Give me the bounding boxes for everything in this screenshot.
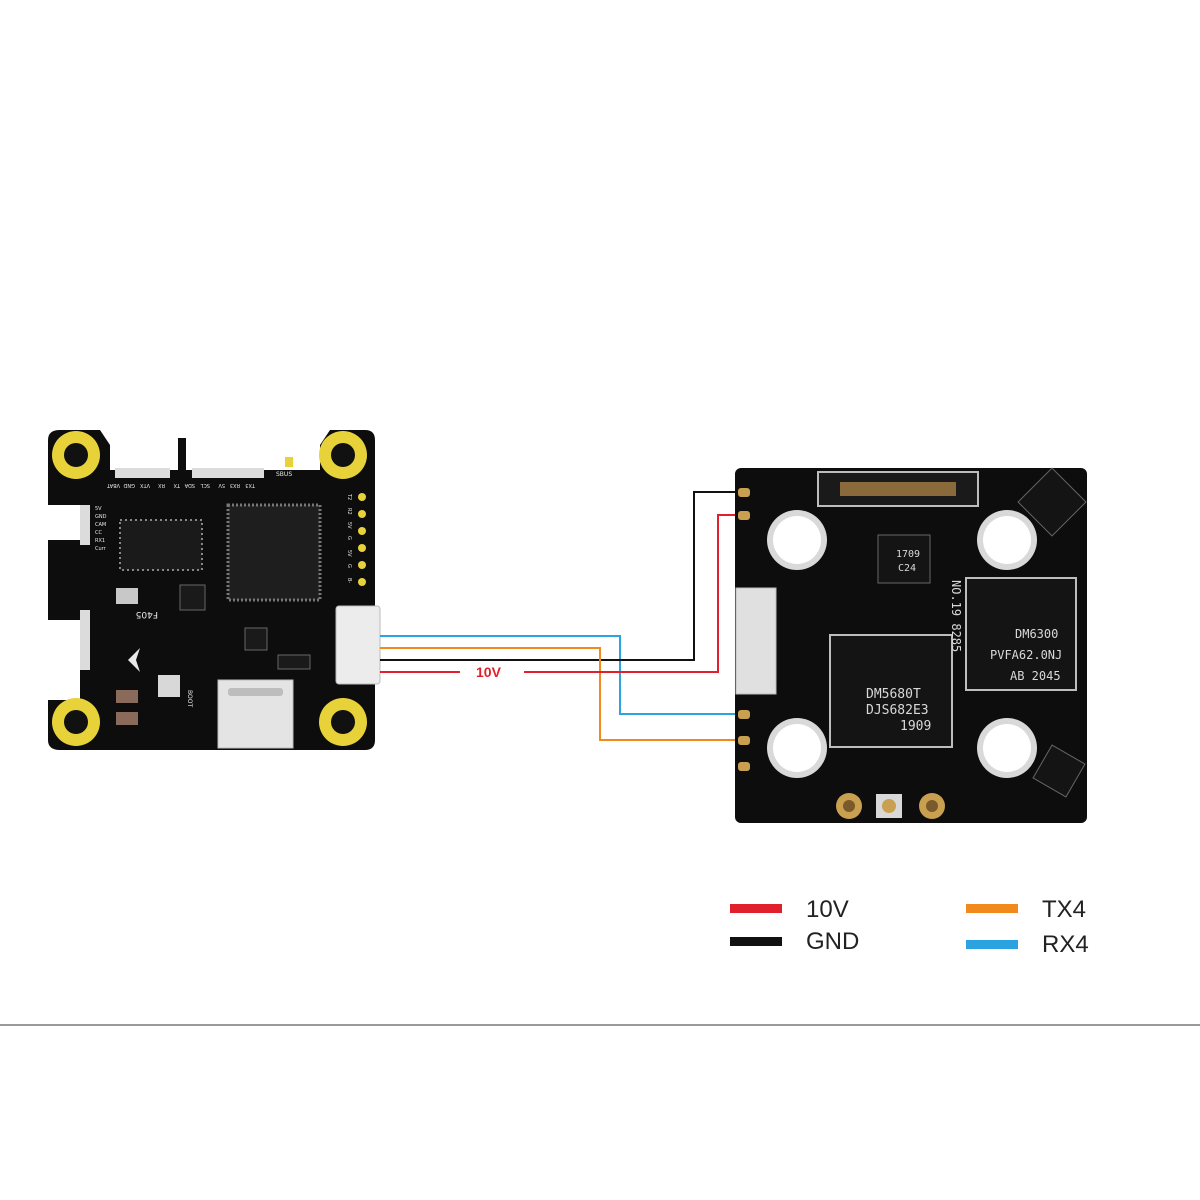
fc-top-silk-label-2: VTX — [140, 482, 150, 488]
fc-left-silk-label-0: 5V — [95, 506, 102, 512]
fc-model-label: F405 — [136, 609, 158, 619]
fc-right-pads — [358, 493, 366, 586]
legend-label-tx4: TX4 — [1042, 896, 1086, 923]
vtx-mount-hole-tl — [767, 510, 827, 570]
fc-resistor-2 — [116, 712, 138, 725]
vtx-antenna-pads — [836, 793, 945, 819]
vtx-main-chip — [829, 634, 953, 748]
wire-10v-b — [524, 514, 742, 673]
fc-small-chip-2 — [244, 627, 268, 651]
fc-boot-button — [158, 675, 180, 697]
legend-item-gnd: GND — [730, 928, 859, 955]
fc-top-silk-label-7: 5V — [218, 482, 225, 488]
legend-item-rx4: RX4 — [966, 931, 1089, 958]
fc-right-silk-label-3: G — [346, 536, 352, 540]
fc-capacitor — [116, 588, 138, 604]
fc-top-connector-2 — [192, 468, 264, 478]
wire-harness: 10V — [380, 491, 742, 741]
wire-10v-label: 10V — [476, 664, 502, 680]
vtx-mount-hole-tr — [977, 510, 1037, 570]
vtx-small-chip-line-2: C24 — [898, 563, 916, 574]
fc-right-silk-label-6: B- — [346, 578, 352, 583]
fc-small-chip-1 — [179, 584, 206, 611]
vtx-top-right-ic — [1017, 467, 1087, 537]
vtx-small-chip-line-1: 1709 — [896, 549, 920, 560]
fc-right-silk-label-0: T2 — [346, 493, 352, 500]
wire-tx4 — [380, 647, 742, 741]
fc-osd-chip — [119, 519, 203, 571]
fc-mcu-chip — [226, 503, 322, 602]
fc-top-silk-label-3: RX — [158, 482, 165, 488]
fc-vtx-connector — [335, 605, 381, 685]
fc-yellow-pad — [285, 457, 293, 467]
vtx-rf-chip-line-2: PVFA62.0NJ — [990, 648, 1062, 662]
fc-small-chip-3 — [277, 654, 311, 670]
vtx-board: DM5680T DJS682E3 1909 DM6300 PVFA62.0NJ … — [735, 467, 1087, 823]
fc-top-silk-label-9: TX3 — [245, 482, 256, 488]
legend-item-tx4: TX4 — [966, 896, 1086, 923]
vtx-small-chip — [877, 534, 931, 584]
fc-mount-hole-bl — [52, 698, 100, 746]
fc-mount-hole-br — [319, 698, 367, 746]
fc-top-silk-label-5: SDA — [184, 482, 195, 488]
fc-left-silk-label-3: CC — [95, 530, 102, 536]
legend-swatch-gnd — [730, 937, 782, 946]
vtx-mount-hole-br — [977, 718, 1037, 778]
fc-left-silk-label-4: RX1 — [95, 538, 105, 544]
fc-left-connector-2 — [80, 610, 90, 670]
fc-top-silk-label-4: TX — [173, 482, 181, 488]
vtx-main-chip-line-3: 1909 — [900, 719, 931, 734]
legend-label-rx4: RX4 — [1042, 931, 1089, 958]
vtx-side-connector — [735, 587, 777, 695]
wire-gnd — [380, 491, 742, 661]
fc-top-notch — [178, 438, 186, 478]
legend-swatch-tx4 — [966, 904, 1018, 913]
legend-item-10v: 10V — [730, 896, 849, 923]
fc-right-silk-label-1: R2 — [346, 508, 352, 515]
fc-arrow-logo — [128, 648, 140, 672]
fc-usb-c-inner — [228, 688, 283, 696]
fc-top-silk-label-0: VBAT — [106, 482, 120, 488]
legend-label-gnd: GND — [806, 928, 859, 955]
fc-right-silk-label-2: 5V — [346, 522, 352, 529]
fc-left-silk-label-5: Curr — [95, 546, 107, 552]
vtx-bottom-right-ic — [1032, 744, 1086, 798]
fc-right-silk-label-4: 5V — [346, 550, 352, 557]
fc-top-connector-1 — [115, 468, 170, 478]
vtx-mount-hole-bl — [767, 718, 827, 778]
vtx-ribbon-pins — [840, 482, 956, 496]
legend-swatch-rx4 — [966, 940, 1018, 949]
legend: 10V GND TX4 RX4 — [730, 896, 1089, 958]
fc-mount-hole-tl — [52, 431, 100, 479]
fc-mount-hole-tr — [319, 431, 367, 479]
vtx-main-chip-line-2: DJS682E3 — [866, 703, 929, 718]
fc-top-silk-label-6: SCL — [200, 482, 210, 488]
fc-left-silk-label-1: GND — [95, 514, 107, 520]
fc-boot-label: BOOT — [186, 690, 193, 707]
vtx-wire-pads — [738, 488, 750, 771]
vtx-rf-chip-line-1: DM6300 — [1015, 627, 1058, 641]
vtx-rf-chip-line-3: AB 2045 — [1010, 669, 1061, 683]
fc-left-silk-label-2: CAM — [95, 522, 106, 528]
fc-right-silk-label-5: G — [346, 564, 352, 568]
vtx-rf-chip — [965, 577, 1077, 691]
vtx-main-chip-line-1: DM5680T — [866, 687, 921, 702]
fc-top-silk-label-8: RX3 — [230, 482, 240, 488]
fc-top-silk-label-1: GND — [123, 482, 135, 488]
wire-rx4 — [380, 635, 742, 715]
legend-label-10v: 10V — [806, 896, 849, 923]
legend-swatch-10v — [730, 904, 782, 913]
fc-left-connector-1 — [80, 505, 90, 545]
vtx-serial-label: NO.19 8285 — [949, 580, 963, 652]
fc-sbus-label: SBUS — [276, 471, 292, 478]
fc-resistor-1 — [116, 690, 138, 703]
